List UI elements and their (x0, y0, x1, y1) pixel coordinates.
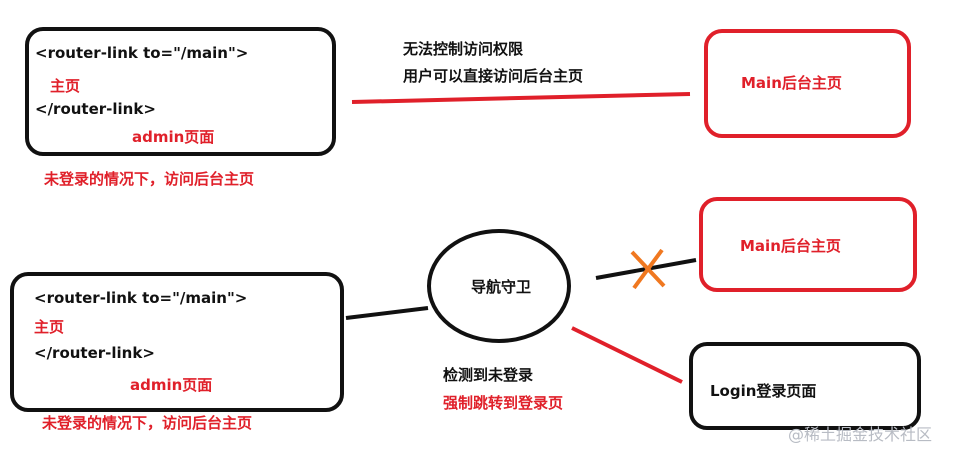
top-direct-access-line (351, 92, 691, 104)
blocked-x-icon (630, 248, 666, 290)
bottom-box-line1: <router-link to="/main"> (34, 289, 248, 307)
top-caption: 未登录的情况下，访问后台主页 (44, 170, 255, 188)
top-box-line4: admin页面 (132, 128, 215, 146)
navigation-guard-ellipse (427, 229, 571, 343)
top-box-line3: </router-link> (35, 100, 156, 118)
bottom-code-box (10, 272, 344, 412)
watermark: @稀土掘金技术社区 (788, 425, 933, 444)
bottom-box-line4: admin页面 (130, 376, 213, 394)
top-note-line2: 用户可以直接访问后台主页 (403, 67, 584, 85)
navigation-guard-label: 导航守卫 (471, 278, 532, 296)
detect-note-line1: 检测到未登录 (443, 366, 534, 384)
bottom-caption: 未登录的情况下，访问后台主页 (42, 414, 253, 432)
bottom-box-line2: 主页 (34, 318, 65, 336)
login-page-box (689, 342, 921, 430)
top-box-line1: <router-link to="/main"> (35, 44, 249, 62)
top-code-box (25, 27, 336, 156)
login-page-label: Login登录页面 (710, 382, 817, 400)
detect-note-line2: 强制跳转到登录页 (443, 394, 564, 412)
top-box-line2: 主页 (50, 77, 81, 95)
bottom-box-line3: </router-link> (34, 344, 155, 362)
top-main-page-label: Main后台主页 (741, 74, 842, 92)
bottom-main-page-label: Main后台主页 (740, 237, 841, 255)
code-to-guard-line (345, 306, 429, 320)
top-note-line1: 无法控制访问权限 (403, 40, 524, 58)
bottom-main-page-box (699, 197, 917, 292)
guard-to-login-line (571, 326, 683, 384)
top-main-page-box (704, 29, 911, 138)
